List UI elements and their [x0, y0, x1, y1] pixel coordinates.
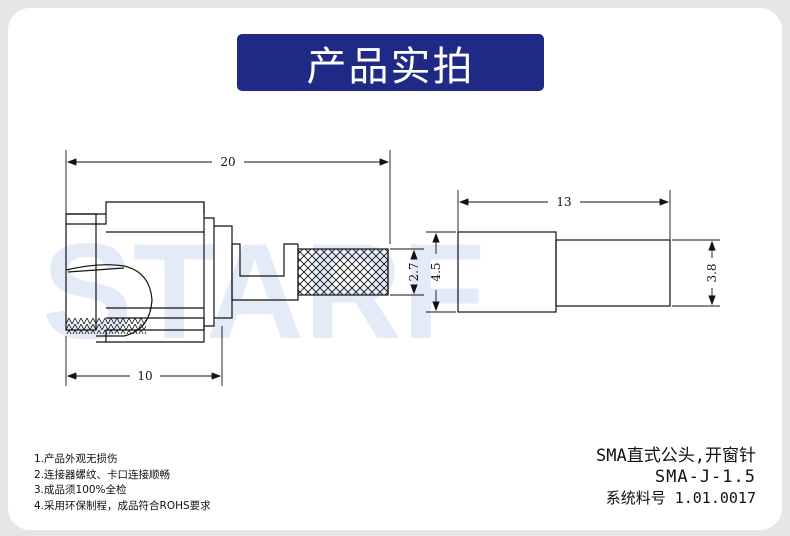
dim-label-overall: 20 — [220, 155, 235, 169]
note-item: 3.成品须100%全检 — [34, 484, 127, 497]
dim-label-ferrule-dia: 3.8 — [705, 263, 719, 282]
watermark-logo: STARF — [42, 215, 485, 367]
note-item: 2.连接器螺纹、卡口连接顺畅 — [34, 468, 171, 481]
pin-tip-line — [67, 267, 125, 273]
flange — [204, 217, 215, 327]
spec-block: SMA直式公头,开窗针 SMA-J-1.5 系统料号 1.01.0017 — [596, 446, 756, 508]
product-code: 系统料号 1.01.0017 — [605, 489, 756, 507]
content-card — [8, 8, 782, 530]
nut-inner-line — [66, 214, 107, 225]
dimension-lines — [65, 150, 720, 386]
dim-label-ferrule: 13 — [556, 195, 571, 209]
watermark-text-blue: STARF — [42, 215, 485, 367]
product-model: SMA-J-1.5 — [654, 467, 756, 487]
dim-label-pin-b: 4.5 — [429, 262, 443, 281]
thread-pattern — [66, 318, 146, 334]
note-item: 4.采用环保制程，成品符合ROHS要求 — [34, 499, 211, 512]
connector-side-view — [65, 201, 389, 343]
ferrule-view — [457, 231, 671, 313]
page-title: 产品实拍 — [306, 43, 475, 90]
notes-list: 1.产品外观无损伤 2.连接器螺纹、卡口连接顺畅 3.成品须100%全检 4.采… — [34, 452, 211, 514]
dim-label-body: 10 — [137, 369, 152, 383]
nut-bottom-edge — [96, 317, 205, 343]
note-item: 1.产品外观无损伤 — [34, 453, 118, 465]
crimp-sleeve — [297, 248, 389, 296]
dim-label-pin-a: 2.7 — [407, 262, 421, 281]
window-cut — [232, 243, 298, 277]
ferrule-small — [555, 239, 671, 307]
nut-top-edge — [66, 201, 205, 215]
nut-right-edge — [106, 202, 205, 343]
nut-hex-lines — [106, 231, 204, 309]
product-name: SMA直式公头,开窗针 — [596, 446, 756, 466]
title-banner: 产品实拍 — [237, 34, 544, 91]
